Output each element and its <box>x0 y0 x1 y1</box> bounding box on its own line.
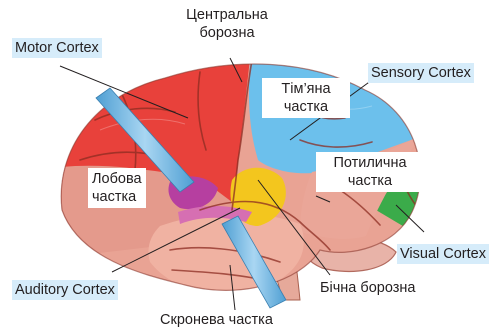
motor-cortex-label: Motor Cortex <box>12 38 102 58</box>
occipital-lobe-label-line2: частка <box>320 172 420 190</box>
parietal-lobe-label: Тім’яна частка <box>262 78 350 118</box>
central-sulcus-label-line2: борозна <box>172 24 282 42</box>
occipital-lobe-label-line1: Потилична <box>320 154 420 172</box>
parietal-lobe-label-line2: частка <box>266 98 346 116</box>
temporal-lobe-label: Скронева частка <box>160 311 273 329</box>
central-sulcus-label-line1: Центральна <box>172 6 282 24</box>
occipital-lobe-label: Потилична частка <box>316 152 424 192</box>
visual-cortex-label: Visual Cortex <box>397 244 489 264</box>
auditory-cortex-label: Auditory Cortex <box>12 280 118 300</box>
frontal-lobe-label-line1: Лобова <box>92 170 142 188</box>
central-sulcus-label: Центральна борозна <box>172 6 282 42</box>
lateral-sulcus-label: Бічна борозна <box>320 279 415 297</box>
sensory-cortex-label: Sensory Cortex <box>368 63 474 83</box>
parietal-lobe-label-line1: Тім’яна <box>266 80 346 98</box>
frontal-lobe-label: Лобова частка <box>88 168 146 208</box>
frontal-lobe-label-line2: частка <box>92 188 142 206</box>
